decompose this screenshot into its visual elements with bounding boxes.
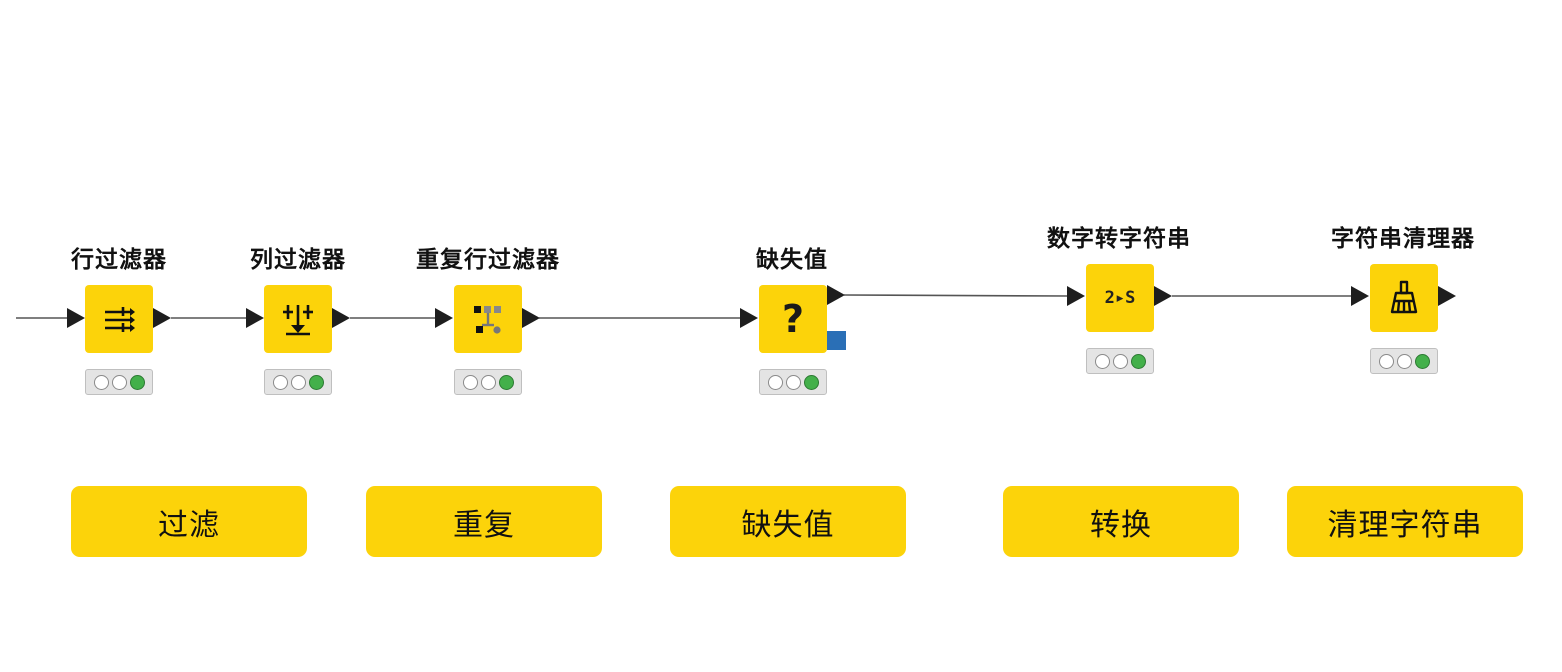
status-light-red	[1094, 353, 1110, 369]
string-cleaner-brush-icon	[1390, 280, 1418, 314]
input-port[interactable]	[435, 308, 453, 328]
category-label-duplicate: 重复	[366, 486, 602, 557]
node-box[interactable]: 2▸S	[1086, 264, 1154, 332]
node-title: 列过滤器	[250, 247, 346, 273]
duplicate-row-filter-icon	[474, 306, 501, 334]
node-box[interactable]: ?	[759, 285, 827, 353]
input-port[interactable]	[740, 308, 758, 328]
flow-variable-port[interactable]	[827, 331, 846, 350]
status-light-green	[1414, 353, 1430, 369]
status-light-green	[803, 374, 819, 390]
node-title: 字符串清理器	[1331, 226, 1475, 252]
output-port[interactable]	[522, 308, 540, 328]
status-light-green	[498, 374, 514, 390]
status-light-red	[462, 374, 478, 390]
node-title: 重复行过滤器	[416, 247, 560, 273]
output-port[interactable]	[332, 308, 350, 328]
status-light-yellow	[1396, 353, 1412, 369]
status-lights	[759, 369, 827, 395]
input-port[interactable]	[246, 308, 264, 328]
status-lights	[454, 369, 522, 395]
status-light-yellow	[785, 374, 801, 390]
status-light-green	[1130, 353, 1146, 369]
category-label-clean-string: 清理字符串	[1287, 486, 1523, 557]
category-label-missing-value: 缺失值	[670, 486, 906, 557]
status-lights	[1370, 348, 1438, 374]
node-title: 行过滤器	[71, 247, 167, 273]
status-light-yellow	[480, 374, 496, 390]
number-to-string-icon: 2▸S	[1104, 288, 1136, 308]
output-port[interactable]	[1154, 286, 1172, 306]
node-title: 数字转字符串	[1047, 226, 1191, 252]
column-filter-icon	[283, 305, 313, 336]
node-box[interactable]	[1370, 264, 1438, 332]
status-light-yellow	[290, 374, 306, 390]
status-lights	[264, 369, 332, 395]
status-lights	[85, 369, 153, 395]
status-light-green	[308, 374, 324, 390]
node-box[interactable]	[454, 285, 522, 353]
category-label-filter: 过滤	[71, 486, 307, 557]
node-title: 缺失值	[756, 247, 828, 273]
input-port[interactable]	[1351, 286, 1369, 306]
output-port[interactable]	[1438, 286, 1456, 306]
node-box[interactable]	[264, 285, 332, 353]
status-light-green	[129, 374, 145, 390]
status-light-yellow	[1112, 353, 1128, 369]
output-port[interactable]	[153, 308, 171, 328]
missing-value-icon: ?	[781, 297, 805, 341]
row-filter-icon	[105, 307, 135, 332]
input-port[interactable]	[67, 308, 85, 328]
status-light-red	[1378, 353, 1394, 369]
input-port[interactable]	[1067, 286, 1085, 306]
node-box[interactable]	[85, 285, 153, 353]
status-light-red	[767, 374, 783, 390]
status-light-yellow	[111, 374, 127, 390]
category-label-conversion: 转换	[1003, 486, 1239, 557]
status-lights	[1086, 348, 1154, 374]
wire-missing-value-to-number-to-string	[843, 294, 1069, 297]
output-port[interactable]	[827, 285, 845, 305]
status-light-red	[93, 374, 109, 390]
status-light-red	[272, 374, 288, 390]
